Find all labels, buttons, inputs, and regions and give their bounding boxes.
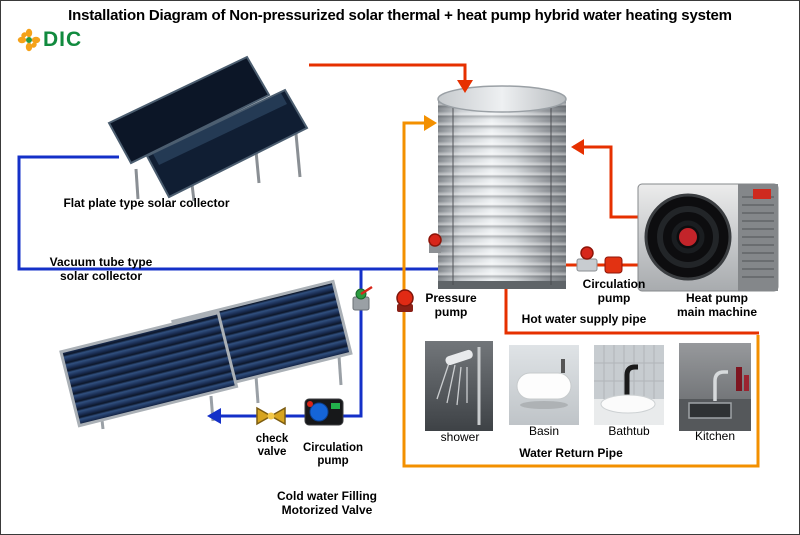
flower-icon (17, 28, 41, 52)
fixture-basin-label: Basin (528, 424, 560, 438)
cold-water-filling-label: Cold water Filling Motorized Valve (247, 489, 407, 518)
cold-water-filling-label-line2: Motorized Valve (281, 502, 373, 517)
pressure-pump (396, 289, 414, 312)
motorized-valve (352, 285, 373, 311)
flat-plate-collector-label: Flat plate type solar collector (63, 196, 230, 210)
circulation-pump-right-label: Circulation pump (575, 277, 653, 306)
heat-pump-unit (637, 183, 779, 292)
circulation-pump-left-label-line1: Circulation (302, 442, 364, 454)
cold-water-filling-label-line1: Cold water Filling (276, 489, 377, 503)
heat-pump-label-line2: main machine (676, 304, 758, 319)
cold-pipe-left-loop (17, 155, 438, 271)
vacuum-tube-collector (59, 279, 353, 430)
check-valve-label-line2: valve (257, 446, 287, 459)
logo-text: DIC (43, 28, 83, 51)
pressure-pump-label-line2: pump (434, 304, 468, 319)
fixture-bathtub-label: Bathtub (608, 424, 650, 438)
fixture-shower-photo (425, 341, 493, 431)
hot-water-supply-pipe (504, 287, 759, 335)
page-title: Installation Diagram of Non-pressurized … (68, 7, 732, 24)
hot-pipe-collector-to-tank (309, 63, 467, 89)
dic-logo: DIC (17, 28, 82, 52)
fixture-basin-photo (509, 345, 579, 425)
arrow-left-to-collector-icon (207, 408, 221, 424)
hot-pipe-heatpump-to-tank (573, 145, 653, 219)
check-valve-label: check valve (245, 433, 299, 459)
circulation-pump-right (604, 256, 623, 274)
flow-arrows (207, 80, 584, 424)
fixture-kitchen-label: Kitchen (694, 429, 736, 443)
tank-left-valve (428, 233, 442, 253)
check-valve-label-line1: check (255, 433, 289, 445)
fixture-shower-label: shower (440, 430, 480, 444)
vacuum-collector-label-line2: solar collector (59, 268, 143, 283)
pressure-pump-label: Pressure pump (413, 291, 489, 320)
tank-right-valve (576, 246, 598, 272)
circulation-pump-right-label-line1: Circulation (582, 277, 646, 291)
water-tank (437, 85, 567, 289)
water-return-pipe (402, 121, 760, 468)
hot-water-supply-label: Hot water supply pipe (521, 312, 647, 326)
arrow-down-into-tank-icon (457, 80, 473, 93)
heat-pump-label-line1: Heat pump (685, 291, 748, 305)
circulation-pump-left (304, 398, 344, 426)
circulation-pump-left-label-line2: pump (317, 455, 349, 468)
arrow-left-to-tank-icon (571, 139, 584, 155)
vacuum-collector-label: Vacuum tube type solar collector (26, 255, 176, 284)
check-valve (256, 406, 286, 426)
circulation-pump-right-label-line2: pump (597, 290, 631, 305)
pressure-pump-label-line1: Pressure (425, 291, 477, 305)
vacuum-collector-label-line1: Vacuum tube type (49, 255, 153, 269)
heat-pump-label: Heat pump main machine (657, 291, 777, 320)
flat-plate-collector (107, 55, 309, 202)
fixture-kitchen-photo (679, 343, 751, 431)
water-return-label: Water Return Pipe (519, 446, 623, 460)
arrow-right-return-icon (424, 115, 437, 131)
fixture-bathtub-photo (594, 345, 664, 425)
brand-badge (753, 189, 771, 199)
circulation-pump-left-label: Circulation pump (293, 442, 373, 468)
